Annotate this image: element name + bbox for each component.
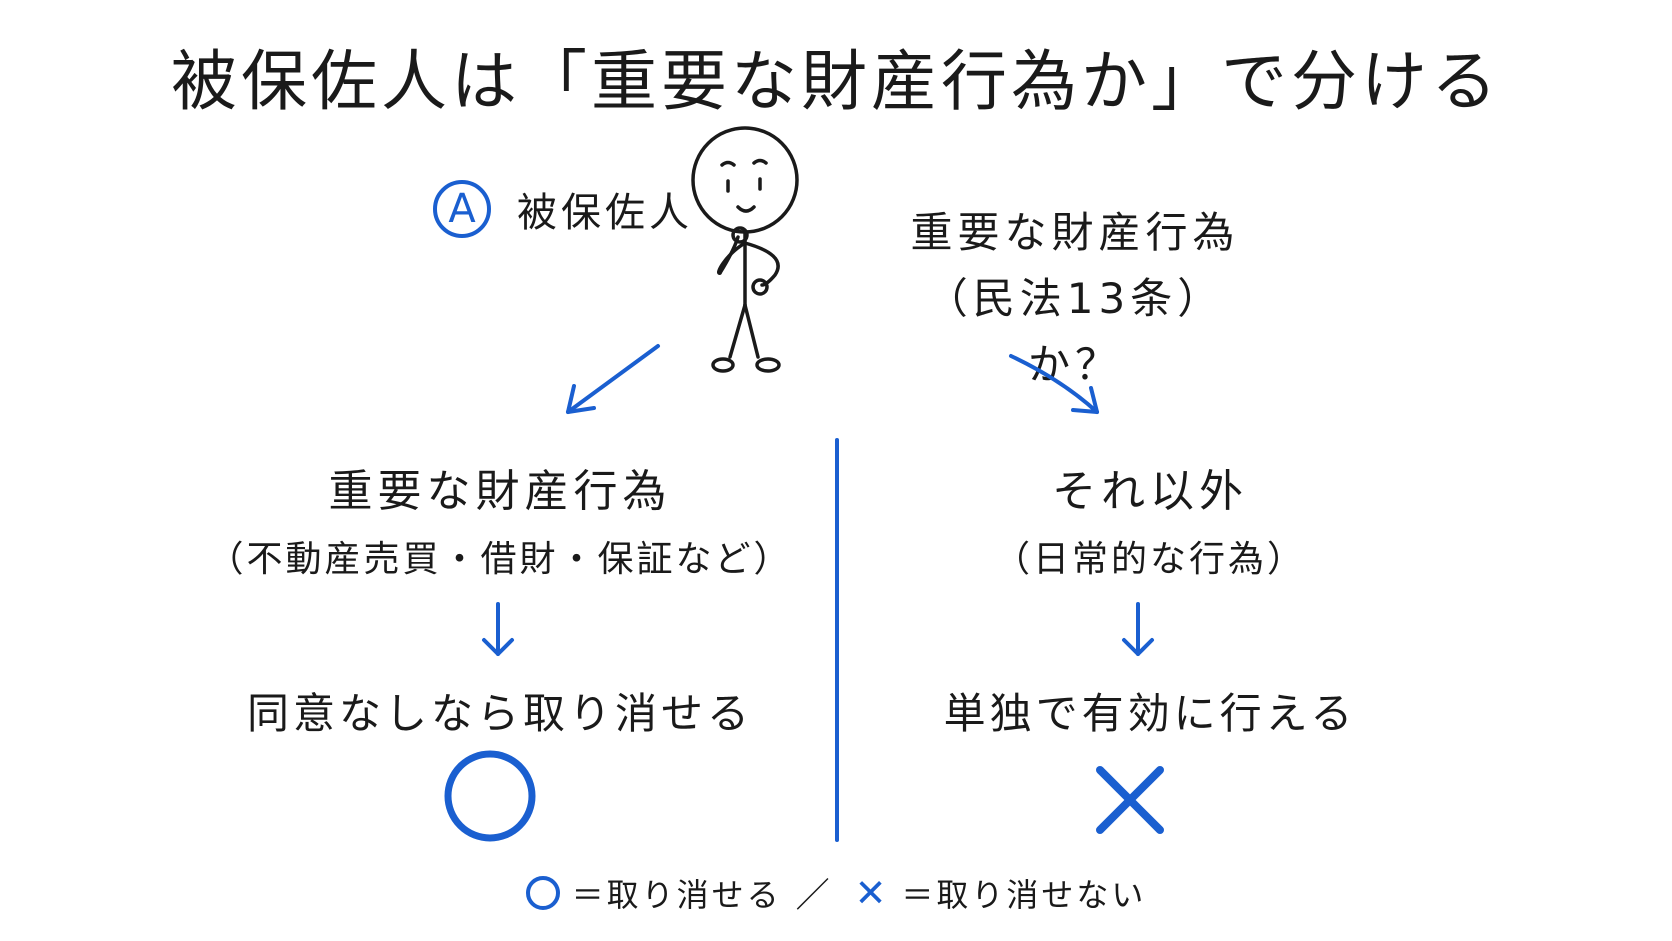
legend-circle-icon: [525, 875, 560, 910]
arrow-down-right-icon: [1009, 354, 1099, 414]
question-text: 重要な財産行為 （民法13条）か？: [895, 200, 1255, 398]
legend-cross-icon: ✕: [854, 870, 890, 915]
legend: ＝取り消せる ／ ✕ ＝取り消せない: [0, 868, 1672, 917]
arrow-down-left-icon: [566, 344, 660, 414]
question-line-1: 重要な財産行為: [910, 208, 1240, 257]
right-branch-heading: それ以外: [1052, 466, 1248, 517]
left-branch-result: 同意なしなら取り消せる: [246, 689, 753, 738]
diagram-title: 被保佐人は「重要な財産行為か」で分ける: [171, 43, 1501, 120]
circle-mark-icon: [444, 750, 536, 842]
arrow-down-icon: [1122, 602, 1154, 656]
thinking-person-icon: [691, 126, 799, 373]
arrow-down-icon: [482, 602, 514, 656]
cross-mark-icon: [1096, 766, 1164, 834]
person-name: 被保佐人: [517, 190, 693, 236]
left-branch-heading: 重要な財産行為: [328, 466, 672, 517]
question-line-2: （民法13条）か？: [925, 274, 1225, 389]
center-divider: [835, 438, 839, 842]
right-branch-examples: （日常的な行為）: [993, 539, 1306, 580]
legend-cross-text: ＝取り消せない: [901, 875, 1147, 914]
right-branch-result: 単独で有効に行える: [943, 689, 1357, 738]
left-branch-examples: （不動産売買・借財・保証など）: [207, 539, 793, 580]
legend-separator: ／: [795, 876, 833, 916]
badge-a-icon: A: [433, 180, 491, 238]
person-label: A 被保佐人: [433, 180, 693, 238]
legend-circle-text: ＝取り消せる: [571, 875, 782, 914]
